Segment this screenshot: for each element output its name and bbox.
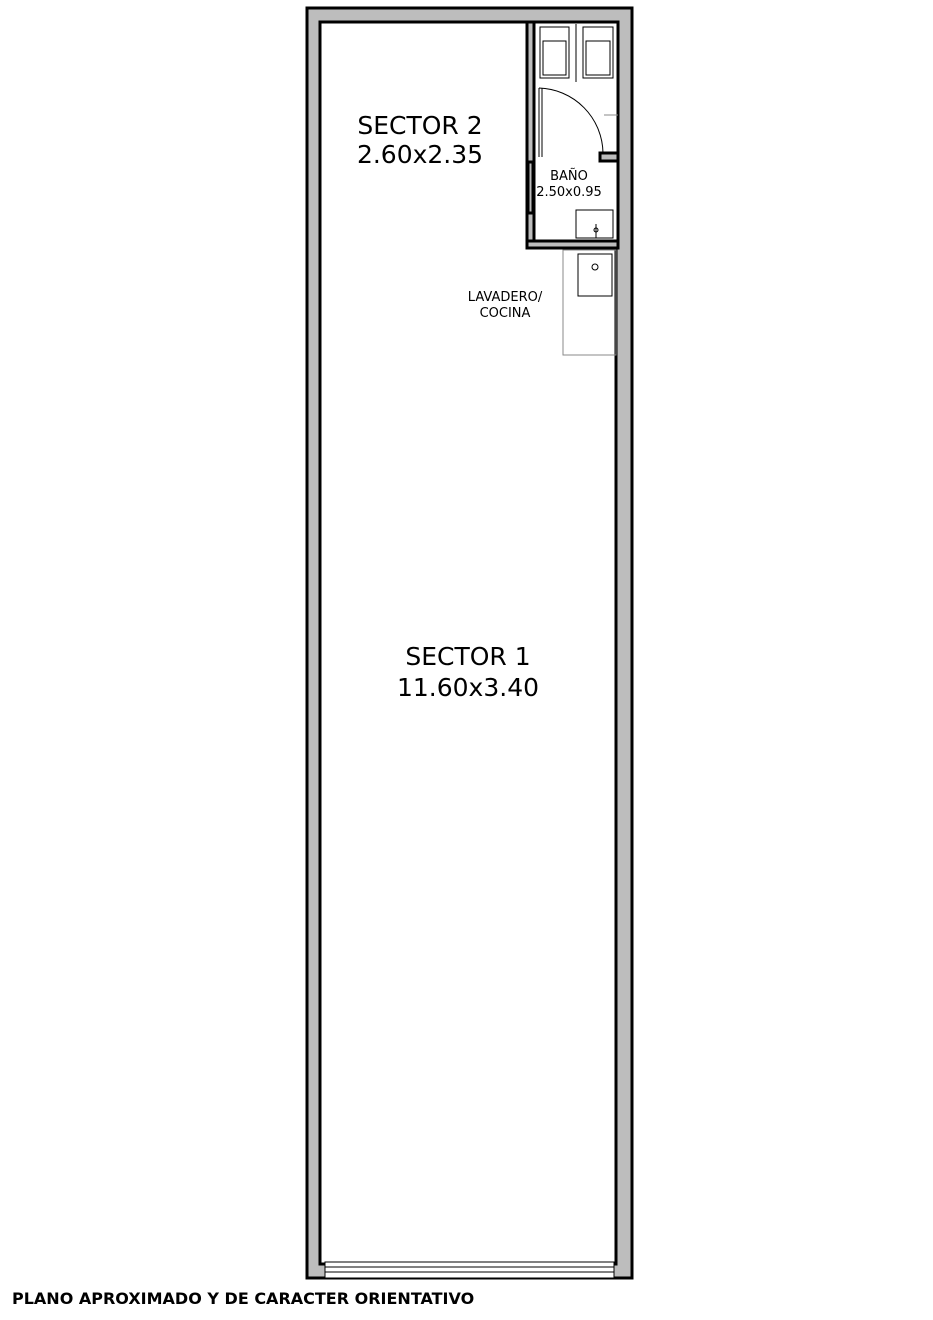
washbasin	[575, 209, 614, 239]
plan-disclaimer: PLANO APROXIMADO Y DE CARACTER ORIENTATI…	[12, 1289, 475, 1308]
sector2-name: SECTOR 2	[357, 111, 482, 140]
sink-drain-icon	[591, 263, 599, 271]
shower-tray-left-inner	[542, 40, 567, 76]
bath-wall-bottom	[525, 239, 620, 250]
bath-door-swing	[538, 87, 604, 154]
lavadero-name-line2: COCINA	[480, 306, 531, 321]
bano-name: BAÑO	[550, 168, 588, 184]
sector2-dimensions: 2.60x2.35	[357, 140, 483, 169]
bano-dimensions: 2.50x0.95	[536, 185, 602, 200]
bath-wall-left-upper	[525, 20, 536, 164]
shower-tray-right-inner	[585, 40, 611, 76]
sector1-dimensions: 11.60x3.40	[397, 673, 539, 702]
front-opening-frame	[324, 1261, 615, 1279]
sector1-name: SECTOR 1	[405, 642, 530, 671]
lavadero-name-line1: LAVADERO/	[468, 290, 543, 305]
kitchen-sink	[577, 253, 613, 297]
bath-wall-right-stub	[598, 151, 620, 163]
kitchen-counter	[562, 249, 617, 356]
